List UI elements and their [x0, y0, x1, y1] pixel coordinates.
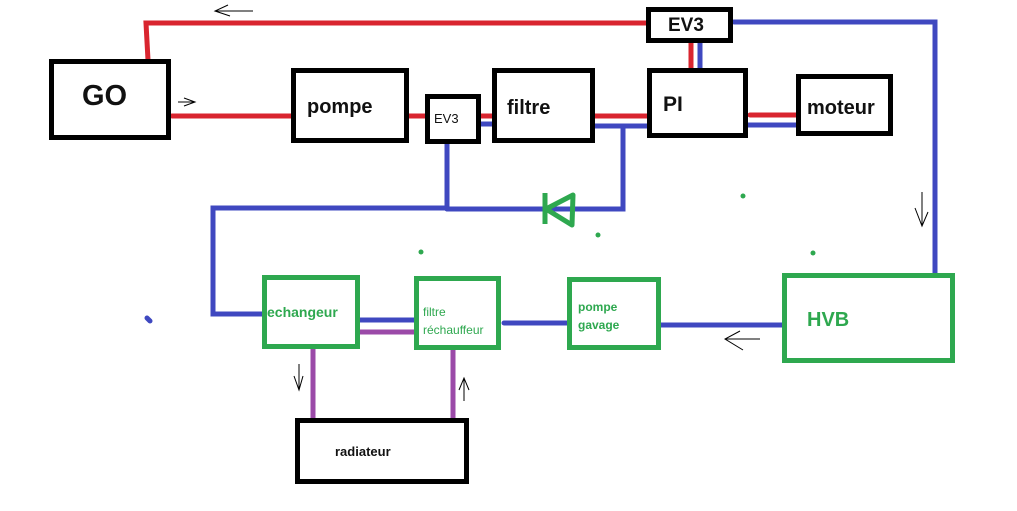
pompe-gavage-label-1: pompe — [578, 300, 618, 314]
arrow-left-icon — [723, 330, 760, 351]
go-label: GO — [82, 80, 128, 112]
stray-mark — [144, 315, 153, 324]
arrow-down-icon — [293, 364, 304, 392]
fuel-line-return-top — [143, 20, 651, 63]
pi-box: PI — [647, 68, 748, 138]
arrow-down-icon — [914, 192, 929, 228]
diode-icon — [542, 192, 576, 228]
hvb-box: HVB — [782, 273, 955, 363]
filtre-rechauffeur-box: filtre réchauffeur — [414, 276, 501, 350]
ev3-top-label: EV3 — [668, 15, 704, 36]
return-line-ev3top-hvb — [731, 19, 938, 277]
ev3-small-label: EV3 — [434, 111, 459, 126]
return-line-to-echangeur — [210, 205, 450, 317]
hvb-label: HVB — [807, 309, 850, 331]
filtre-label: filtre — [507, 97, 551, 119]
filtre-rechauffeur-label-2: réchauffeur — [423, 323, 484, 337]
arrow-right-icon — [178, 97, 197, 107]
dot — [595, 232, 601, 238]
filtre-rechauffeur-label-1: filtre — [423, 305, 446, 319]
filtre-box: filtre — [492, 68, 595, 143]
ev3-small-box: EV3 — [425, 94, 481, 144]
moteur-box: moteur — [796, 74, 893, 136]
pi-label: PI — [663, 93, 683, 116]
arrow-up-icon — [458, 376, 470, 401]
ev3-top-box: EV3 — [646, 7, 733, 43]
pompe-box: pompe — [291, 68, 409, 143]
radiateur-label: radiateur — [335, 444, 391, 459]
arrow-left-icon — [213, 4, 253, 17]
dot — [418, 249, 424, 255]
pompe-label: pompe — [307, 96, 373, 118]
dot — [740, 193, 746, 199]
radiateur-box: radiateur — [295, 418, 469, 484]
echangeur-box: echangeur — [262, 275, 360, 349]
return-line-bypass — [444, 123, 626, 212]
dot — [810, 250, 816, 256]
pompe-gavage-box: pompe gavage — [567, 277, 661, 350]
moteur-label: moteur — [807, 97, 875, 119]
echangeur-label: echangeur — [267, 304, 338, 320]
go-box: GO — [49, 59, 171, 140]
pompe-gavage-label-2: gavage — [578, 318, 620, 332]
